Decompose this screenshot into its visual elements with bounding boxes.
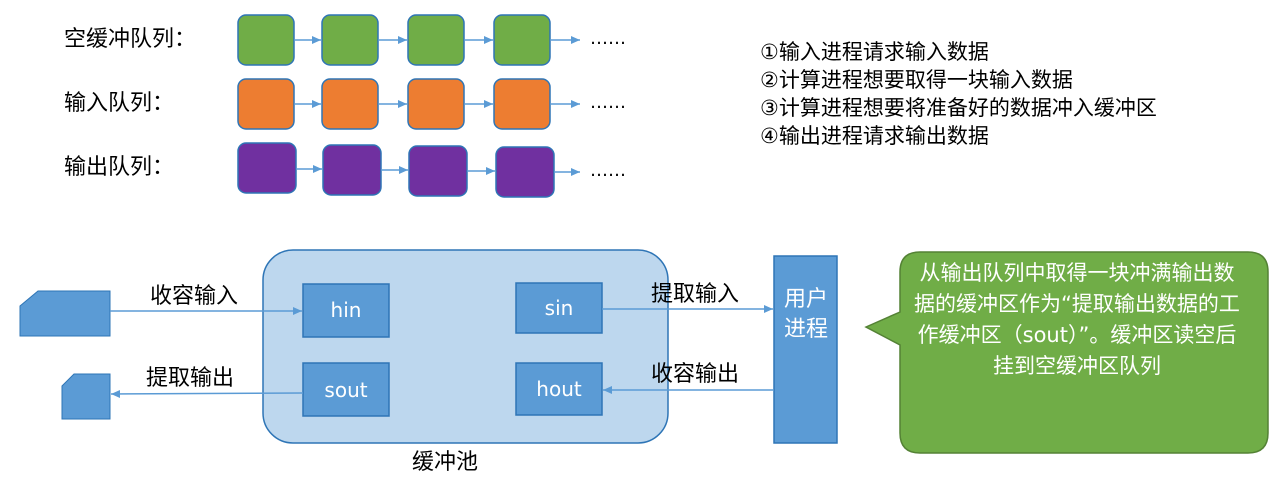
- collect-input-label: 收容输入: [150, 284, 239, 309]
- output-queue: [237, 142, 580, 198]
- empty-buffer-2: [321, 14, 379, 66]
- step-2: ②计算进程想要取得一块输入数据: [760, 68, 1073, 92]
- input-buffer-2: [321, 78, 379, 130]
- user-process-label: 用户进程: [783, 287, 828, 342]
- hin-label: hin: [330, 298, 362, 322]
- output-buffer-2: [322, 144, 382, 196]
- sout-label: sout: [324, 378, 368, 402]
- input-device-icon: [19, 290, 111, 337]
- output-buffer-4: [495, 146, 555, 198]
- empty-buffer-4: [493, 14, 551, 66]
- hout-label: hout: [536, 377, 582, 401]
- input-buffer-1: [237, 78, 295, 130]
- step-4: ④输出进程请求输出数据: [760, 124, 989, 148]
- callout-bubble: [864, 251, 1269, 454]
- input-queue-ellipsis: ……: [590, 92, 626, 113]
- extract-output-arrow: [110, 389, 304, 398]
- output-buffer-1: [237, 142, 297, 194]
- empty-queue-label: 空缓冲队列：: [64, 27, 197, 52]
- step-1: ①输入进程请求输入数据: [760, 40, 989, 64]
- input-buffer-3: [407, 78, 465, 130]
- collect-output-label: 收容输出: [651, 362, 740, 387]
- output-device-icon: [61, 373, 111, 420]
- hin-buffer: [302, 283, 390, 338]
- input-queue: [237, 78, 580, 130]
- hout-buffer: [515, 362, 603, 416]
- input-queue-label: 输入队列：: [64, 91, 175, 116]
- sin-buffer: [515, 282, 603, 334]
- buffer-pool-label: 缓冲池: [412, 450, 479, 475]
- input-buffer-4: [493, 78, 551, 130]
- empty-queue: [237, 14, 580, 66]
- extract-input-label: 提取输入: [651, 282, 740, 307]
- step-list: ①输入进程请求输入数据 ②计算进程想要取得一块输入数据 ③计算进程想要将准备好的…: [760, 38, 1157, 150]
- output-buffer-3: [408, 145, 468, 197]
- user-process-box: [773, 255, 838, 444]
- callout-text: 从输出队列中取得一块冲满输出数据的缓冲区作为“提取输出数据的工作缓冲区（sout…: [914, 261, 1240, 378]
- step-3: ③计算进程想要将准备好的数据冲入缓冲区: [760, 96, 1157, 120]
- output-queue-label: 输出队列：: [64, 155, 175, 180]
- empty-queue-ellipsis: ……: [590, 28, 626, 49]
- sout-buffer: [302, 362, 390, 417]
- extract-output-label: 提取输出: [146, 366, 235, 391]
- sin-label: sin: [544, 296, 574, 320]
- output-queue-ellipsis: ……: [590, 160, 626, 181]
- empty-buffer-3: [407, 14, 465, 66]
- empty-buffer-1: [237, 14, 295, 66]
